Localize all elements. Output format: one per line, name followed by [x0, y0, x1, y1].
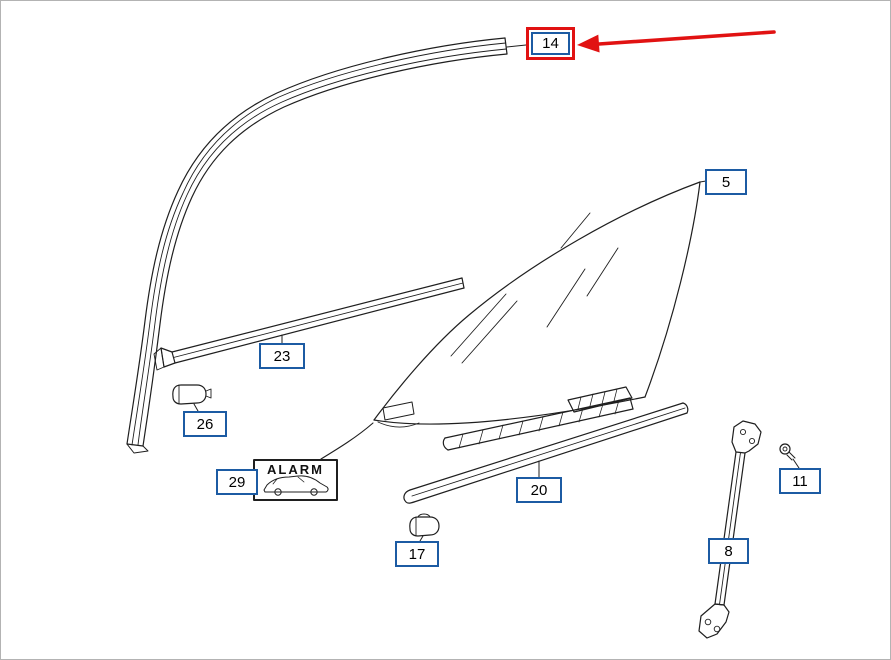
- window-guide-rail-drawing: [698, 420, 762, 639]
- alarm-badge-label: ALARM: [267, 462, 324, 477]
- callout-26[interactable]: 26: [183, 411, 227, 437]
- callout-11[interactable]: 11: [779, 468, 821, 494]
- alarm-badge-drawing: [253, 422, 374, 501]
- callout-20[interactable]: 20: [516, 477, 562, 503]
- lower-clip-drawing: [409, 513, 440, 542]
- highlight-box-14: 14: [526, 27, 575, 60]
- door-glass-drawing: [373, 180, 707, 428]
- glass-bottom-channel-drawing: [442, 386, 634, 451]
- callout-8[interactable]: 8: [708, 538, 749, 564]
- callout-14[interactable]: 14: [531, 32, 570, 55]
- callout-23[interactable]: 23: [259, 343, 305, 369]
- callout-29[interactable]: 29: [216, 469, 258, 495]
- callout-17[interactable]: 17: [395, 541, 439, 567]
- screw-drawing: [779, 443, 800, 469]
- front-clip-drawing: [172, 384, 212, 412]
- window-frame-seal-drawing: [126, 37, 527, 454]
- lower-belt-strip-drawing: [403, 402, 689, 504]
- upper-belt-strip-drawing: [153, 277, 465, 371]
- highlight-arrow: [577, 30, 776, 53]
- callout-5[interactable]: 5: [705, 169, 747, 195]
